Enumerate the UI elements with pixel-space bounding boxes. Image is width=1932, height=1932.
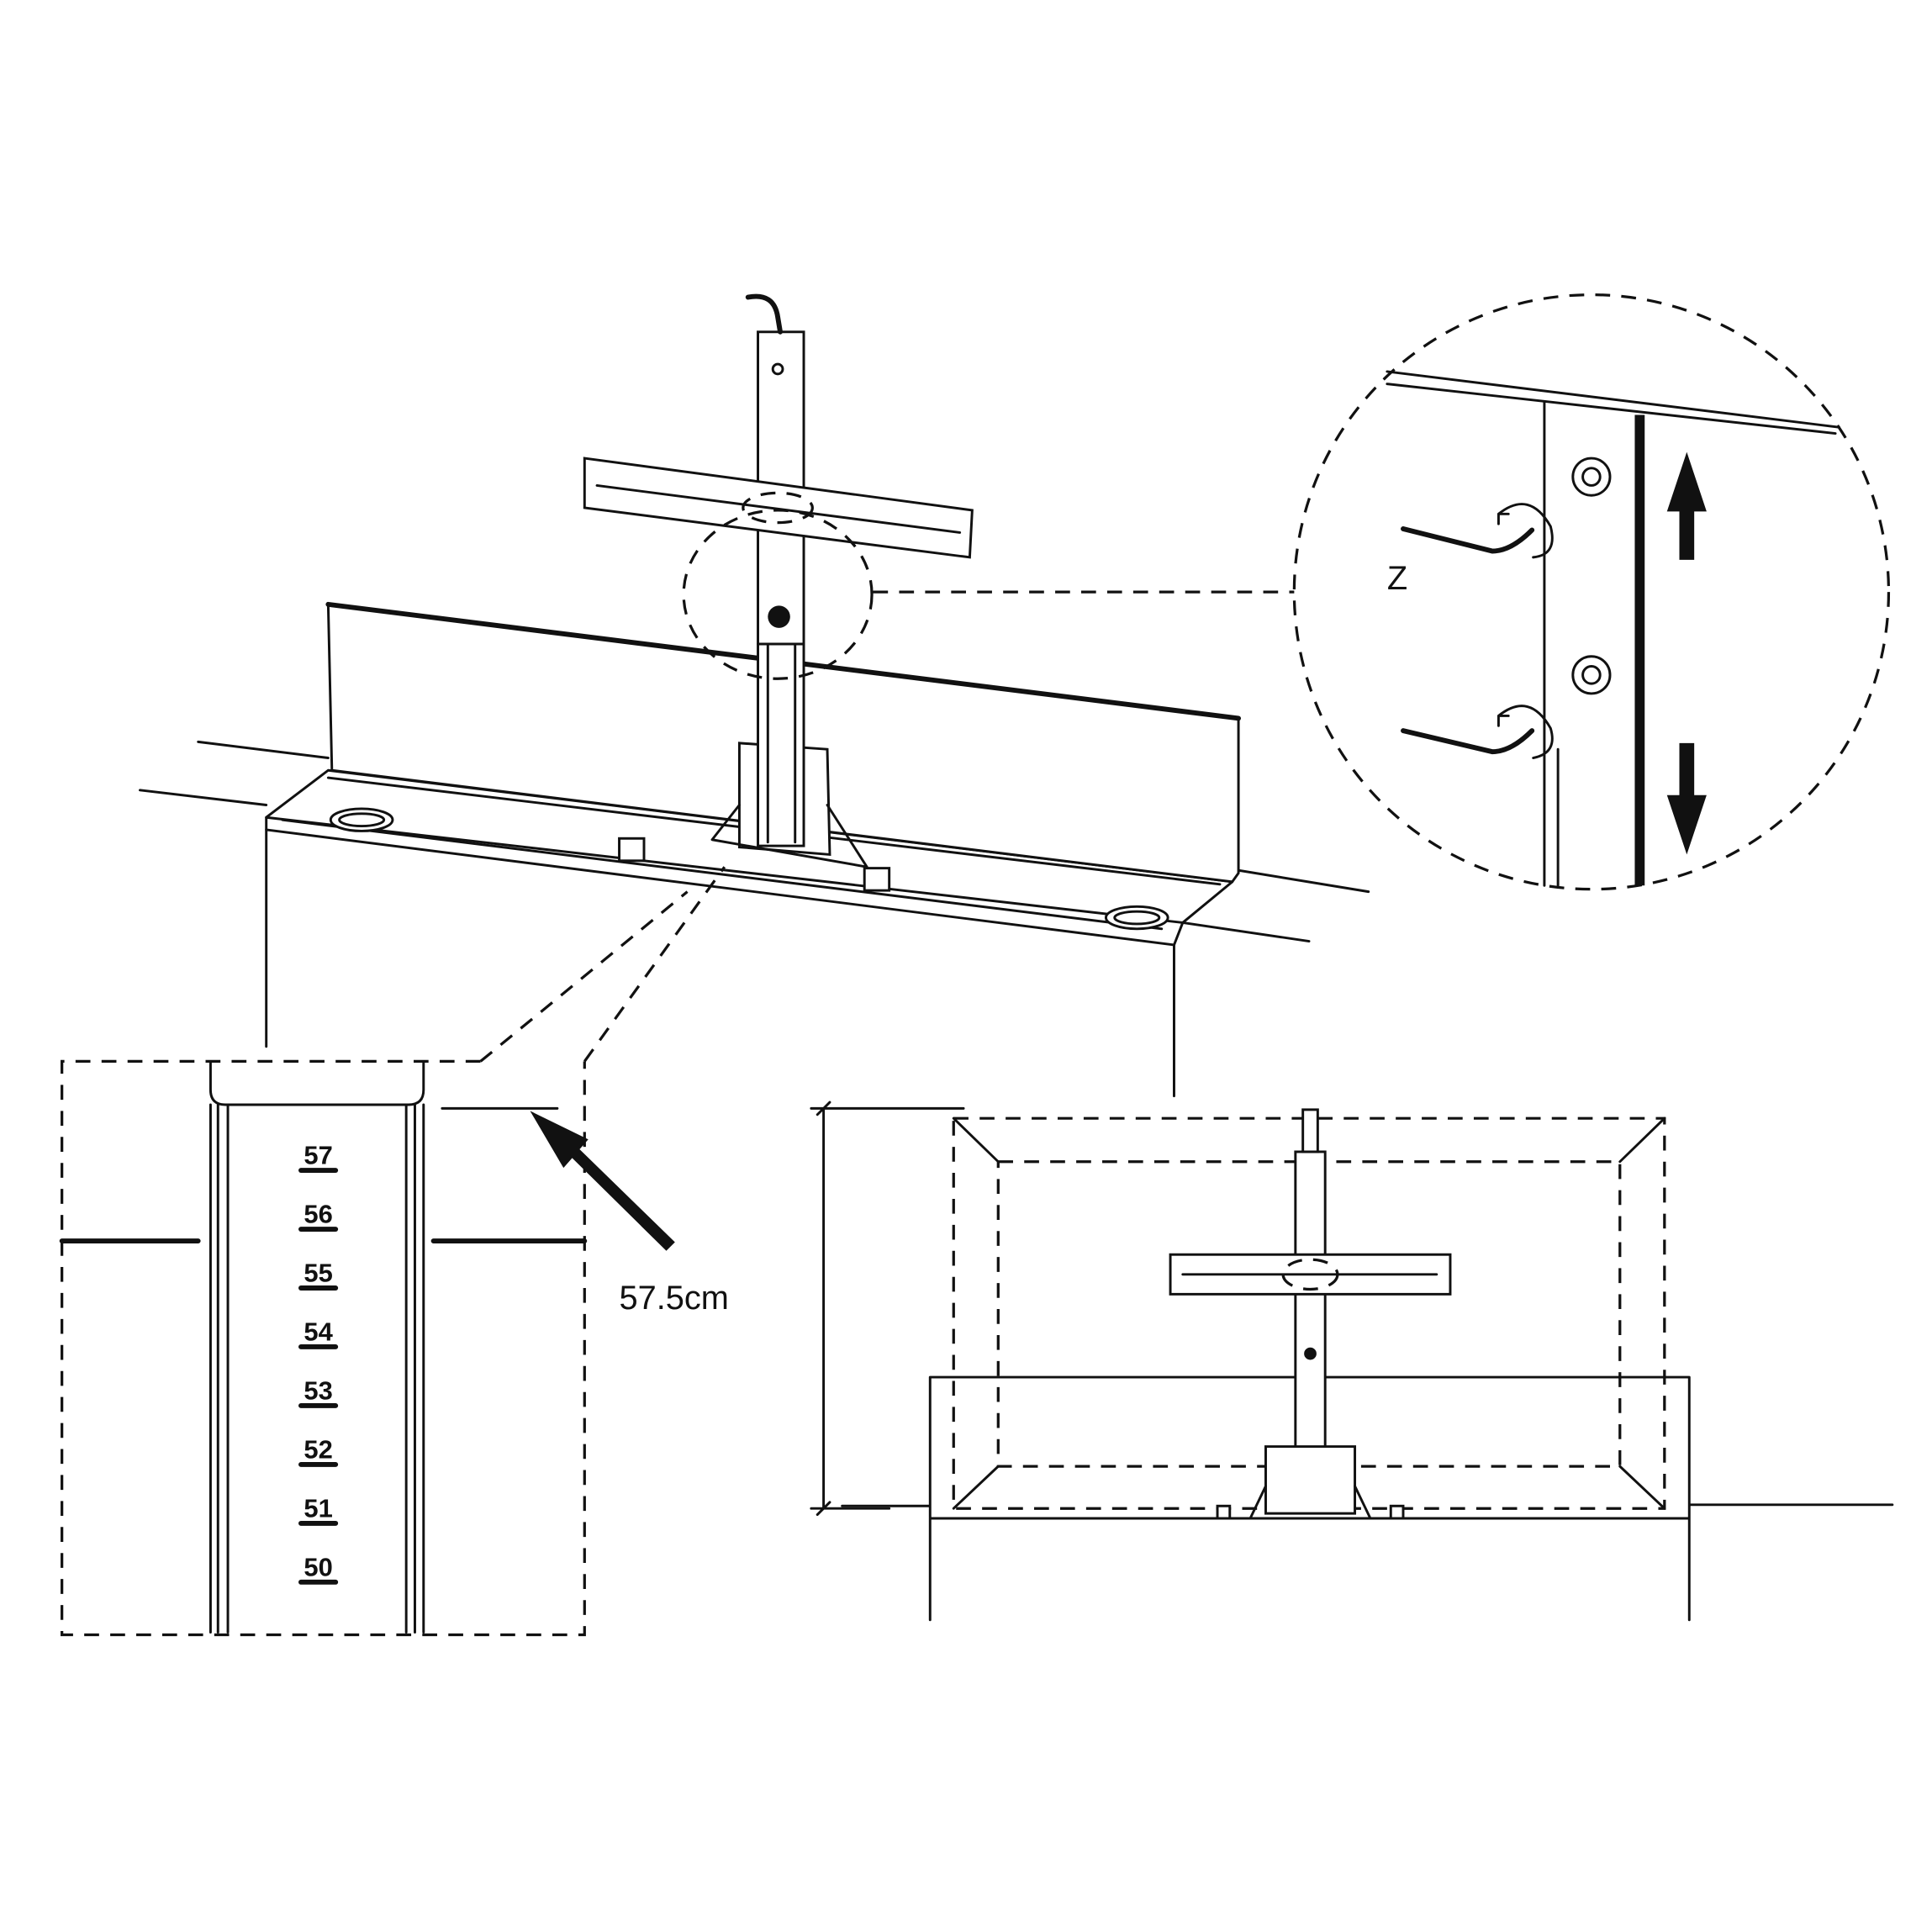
scale-number: 51 xyxy=(304,1494,332,1523)
mount-clip-right xyxy=(863,867,891,892)
screw-upper xyxy=(1571,457,1612,497)
scale-number: 52 xyxy=(304,1435,332,1465)
scale-detail-frame xyxy=(61,1059,586,1637)
detail-callout-circle xyxy=(682,509,874,680)
pointer-arrow-icon xyxy=(530,1111,675,1251)
mount-clip-left xyxy=(618,837,646,863)
arrow-down-icon xyxy=(1666,742,1707,855)
scale-number: 54 xyxy=(304,1317,333,1347)
scale-number: 53 xyxy=(304,1376,332,1406)
pole-handle xyxy=(745,293,783,335)
front-dimension-line xyxy=(810,1101,965,1517)
scale-leader-lines xyxy=(479,866,726,1063)
screw-lower xyxy=(1571,655,1612,695)
pole-hole xyxy=(771,362,784,376)
front-pole-tip xyxy=(1301,1108,1319,1153)
allen-key-lower xyxy=(1401,728,1535,755)
pole-inner xyxy=(757,642,805,844)
screw-upper-inner xyxy=(1581,467,1602,487)
front-vesa-outline xyxy=(1281,1258,1339,1291)
detail-pole-bar xyxy=(1634,414,1645,886)
telescopic-pole xyxy=(757,330,805,847)
detail-panel-top xyxy=(1386,370,1840,435)
allen-key-upper xyxy=(1401,526,1535,554)
front-view xyxy=(810,1101,1894,1622)
cable-grommet-right-inner xyxy=(1113,910,1161,926)
screw-lower-inner xyxy=(1581,665,1602,685)
rotation-axis-label: Z xyxy=(1387,560,1407,597)
lock-knob xyxy=(768,605,790,628)
rotate-arrow-upper-icon xyxy=(1497,503,1554,559)
scale-number: 57 xyxy=(304,1141,332,1170)
main-view xyxy=(138,293,1370,1098)
tv-bevel-corners xyxy=(952,1116,1666,1510)
scale-number: 56 xyxy=(304,1200,332,1229)
cabinet-front-top xyxy=(265,816,1185,947)
front-base-feet xyxy=(1249,1485,1371,1518)
vesa-mount-outline xyxy=(742,491,814,525)
front-lock-knob xyxy=(1304,1347,1317,1360)
rotate-arrow-lower-icon xyxy=(1497,705,1554,759)
scale-marks: 57 56 55 54 53 52 51 50 xyxy=(298,1141,339,1585)
height-scale-detail: 57.5cm 57 56 55 54 53 52 51 50 xyxy=(59,1059,729,1637)
arrow-up-icon xyxy=(1666,451,1707,560)
pole-base-feet xyxy=(710,804,868,868)
measurement-label: 57.5cm xyxy=(620,1280,729,1317)
cabinet-sides xyxy=(265,828,1175,1098)
scale-number: 50 xyxy=(304,1552,332,1581)
scale-pole xyxy=(209,1059,425,1634)
scale-number: 55 xyxy=(304,1259,332,1288)
front-clip-left xyxy=(1216,1504,1232,1520)
rotation-detail: Z xyxy=(1292,293,1891,891)
cabinet-back-edge xyxy=(138,740,1370,943)
front-cabinet xyxy=(841,1375,1894,1622)
front-clip-right xyxy=(1389,1504,1405,1520)
detail-pole-edge xyxy=(1543,401,1560,887)
rotation-detail-frame xyxy=(1292,293,1891,891)
cable-grommet-left-inner xyxy=(338,812,386,828)
front-pole-base xyxy=(1264,1445,1357,1515)
